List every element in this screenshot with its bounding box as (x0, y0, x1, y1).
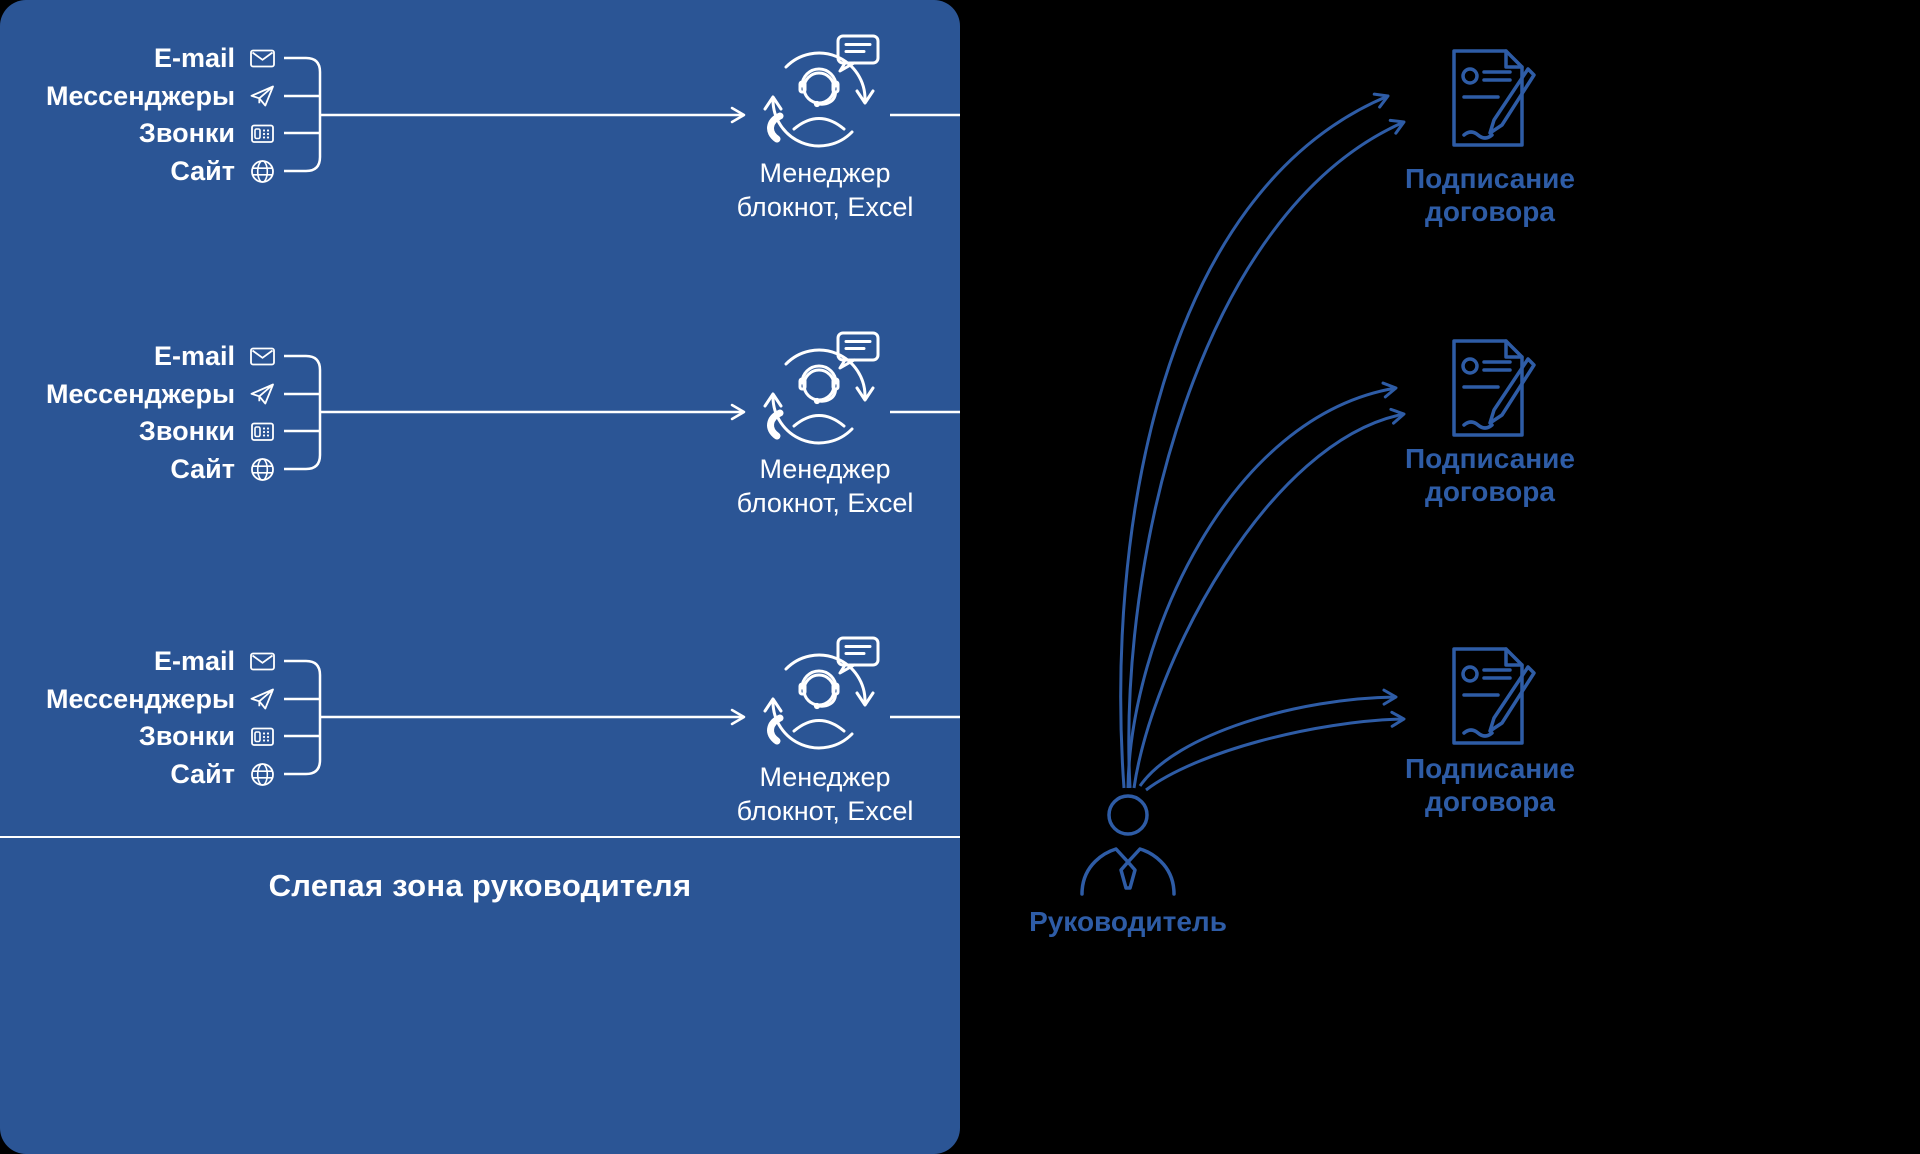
messenger-paper-plane-icon (249, 83, 276, 110)
manager-subtitle: блокнот, Excel (736, 488, 914, 518)
channel-label: Звонки (138, 415, 235, 446)
globe-icon (249, 761, 276, 788)
email-envelope-icon (249, 648, 276, 675)
contract-sign-label: Подписание договора (1385, 442, 1595, 508)
contract-document-icon (1440, 335, 1540, 445)
channel-label: Мессенджеры (46, 683, 235, 714)
channel-row: E-mail (0, 337, 276, 375)
channel-label: Сайт (170, 758, 235, 789)
contract-sign-label: Подписание договора (1385, 752, 1595, 818)
channel-row: Мессенджеры (0, 680, 276, 718)
channel-label: Мессенджеры (46, 80, 235, 111)
manager-subtitle: блокнот, Excel (736, 796, 914, 826)
manager-label: Менеджер блокнот, Excel (690, 760, 960, 828)
messenger-paper-plane-icon (249, 686, 276, 713)
channel-label: Звонки (138, 720, 235, 751)
contract-label-line2: договора (1425, 786, 1555, 817)
manager-headset-icon (756, 30, 890, 164)
manager-title: Менеджер (759, 158, 891, 188)
manager-headset-icon (756, 327, 890, 461)
email-envelope-icon (249, 343, 276, 370)
manager-label: Менеджер блокнот, Excel (690, 452, 960, 520)
channel-label: E-mail (153, 645, 235, 676)
channel-row: Сайт (0, 450, 276, 488)
director-to-contract-curves (1119, 92, 1406, 792)
channel-row: Звонки (0, 412, 276, 450)
channel-row: Мессенджеры (0, 77, 276, 115)
channel-row: Сайт (0, 152, 276, 190)
channel-label: E-mail (153, 42, 235, 73)
director-person-icon (1072, 788, 1184, 900)
manager-title: Менеджер (759, 762, 891, 792)
blind-zone-panel: Слепая зона руководителя (0, 0, 960, 1154)
contract-document-icon (1440, 45, 1540, 155)
phone-icon (249, 723, 276, 750)
email-envelope-icon (249, 45, 276, 72)
manager-title: Менеджер (759, 454, 891, 484)
contract-document-icon (1440, 643, 1540, 753)
contract-label-line2: договора (1425, 196, 1555, 227)
contract-sign-label: Подписание договора (1385, 162, 1595, 228)
channel-row: Сайт (0, 755, 276, 793)
channel-row: Звонки (0, 114, 276, 152)
phone-icon (249, 120, 276, 147)
channel-row: Звонки (0, 717, 276, 755)
manager-headset-icon (756, 632, 890, 766)
contract-label-line1: Подписание (1405, 163, 1575, 194)
manager-label: Менеджер блокнот, Excel (690, 156, 960, 224)
channel-label: E-mail (153, 340, 235, 371)
channel-label: Мессенджеры (46, 378, 235, 409)
channel-label: Сайт (170, 155, 235, 186)
channel-row: E-mail (0, 642, 276, 680)
blind-zone-caption: Слепая зона руководителя (268, 868, 692, 903)
contract-label-line1: Подписание (1405, 443, 1575, 474)
messenger-paper-plane-icon (249, 381, 276, 408)
blind-zone-divider (0, 836, 960, 838)
manager-subtitle: блокнот, Excel (736, 192, 914, 222)
globe-icon (249, 456, 276, 483)
contract-label-line2: договора (1425, 476, 1555, 507)
globe-icon (249, 158, 276, 185)
phone-icon (249, 418, 276, 445)
contract-label-line1: Подписание (1405, 753, 1575, 784)
channel-label: Звонки (138, 117, 235, 148)
channel-row: E-mail (0, 39, 276, 77)
channel-label: Сайт (170, 453, 235, 484)
channel-row: Мессенджеры (0, 375, 276, 413)
director-label: Руководитель (1029, 906, 1227, 937)
